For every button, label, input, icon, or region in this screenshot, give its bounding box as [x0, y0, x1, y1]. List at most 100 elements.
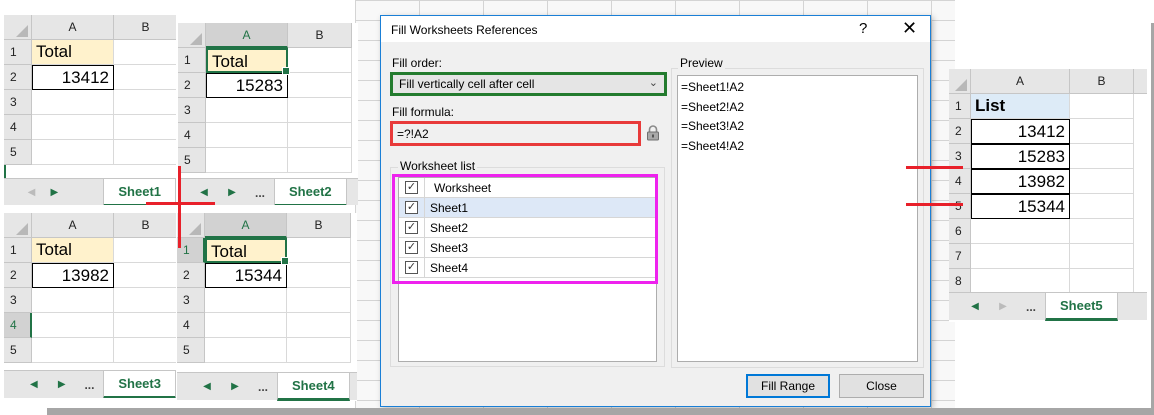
column-header-a[interactable]: A: [971, 69, 1070, 94]
select-all-checkbox[interactable]: ✓: [399, 177, 425, 198]
lock-icon[interactable]: [646, 125, 660, 141]
row-header-3[interactable]: 3: [4, 288, 32, 313]
select-all-corner[interactable]: [949, 69, 971, 94]
cell-a4[interactable]: 13982: [971, 169, 1070, 194]
cell-b4[interactable]: [1070, 169, 1134, 194]
preview-textbox[interactable]: =Sheet1!A2 =Sheet2!A2 =Sheet3!A2 =Sheet4…: [677, 75, 918, 362]
cell-b3[interactable]: [287, 288, 351, 313]
cell-b5[interactable]: [114, 338, 176, 363]
tab-scroll-left-icon[interactable]: ◀: [200, 187, 208, 198]
cell-a1-active[interactable]: Total: [205, 238, 289, 265]
tab-scroll-right-icon[interactable]: ▶: [228, 187, 236, 198]
tab-sheet3[interactable]: Sheet3: [103, 370, 176, 398]
select-all-corner[interactable]: [177, 213, 205, 238]
cell-b1[interactable]: [287, 238, 351, 263]
row-header-1[interactable]: 1: [178, 48, 206, 73]
row-header-1[interactable]: 1: [4, 238, 32, 263]
cell-b5[interactable]: [1070, 194, 1134, 219]
cell-b1[interactable]: [114, 238, 176, 263]
cell-b3[interactable]: [114, 90, 176, 115]
row-header-5[interactable]: 5: [177, 338, 205, 363]
tab-sheet5[interactable]: Sheet5: [1045, 292, 1118, 321]
tab-scroll-left-icon[interactable]: ◀: [203, 381, 211, 392]
column-header-b[interactable]: B: [288, 23, 352, 48]
more-tabs-ellipsis[interactable]: ...: [1025, 299, 1036, 314]
tab-scroll-left-icon[interactable]: ◀: [27, 187, 36, 198]
row-header-5[interactable]: 5: [178, 148, 206, 173]
cell-a1-active[interactable]: Total: [206, 48, 290, 75]
select-all-corner[interactable]: [4, 15, 32, 40]
row-header-5[interactable]: 5: [949, 194, 971, 219]
cell-b2[interactable]: [1070, 119, 1134, 144]
row-header-2[interactable]: 2: [178, 73, 206, 98]
sheet1-checkbox[interactable]: ✓: [399, 197, 425, 218]
row-header-1-selected[interactable]: 1: [177, 238, 205, 263]
cell-a5[interactable]: [32, 338, 114, 363]
list-item-sheet2[interactable]: ✓ Sheet2: [399, 217, 656, 238]
select-all-corner[interactable]: [178, 23, 206, 48]
column-header-b[interactable]: B: [114, 213, 176, 238]
cell-b7[interactable]: [1070, 244, 1134, 269]
cell-a2[interactable]: 13982: [32, 263, 114, 288]
cell-b4[interactable]: [114, 313, 176, 338]
fill-order-dropdown[interactable]: Fill vertically cell after cell ⌄: [390, 72, 667, 96]
cell-b4[interactable]: [287, 313, 351, 338]
cell-a3[interactable]: [32, 90, 114, 115]
fill-range-button[interactable]: Fill Range: [746, 374, 830, 398]
cell-b5[interactable]: [114, 140, 176, 165]
cell-a5[interactable]: [32, 140, 114, 165]
row-header-3[interactable]: 3: [177, 288, 205, 313]
sheet4-checkbox[interactable]: ✓: [399, 257, 425, 278]
column-header-b[interactable]: B: [1070, 69, 1134, 94]
cell-a2[interactable]: 13412: [971, 119, 1070, 144]
row-header-1[interactable]: 1: [4, 40, 32, 65]
cell-a5[interactable]: [206, 148, 288, 173]
tab-scroll-right-icon[interactable]: ▶: [50, 187, 59, 198]
cell-a2[interactable]: 15283: [206, 73, 288, 98]
cell-b5[interactable]: [288, 148, 352, 173]
tab-scroll-right-icon[interactable]: ▶: [231, 381, 239, 392]
tab-scroll-left-icon[interactable]: ◀: [30, 379, 38, 390]
row-header-5[interactable]: 5: [4, 140, 32, 165]
row-header-3[interactable]: 3: [178, 98, 206, 123]
row-header-6[interactable]: 6: [949, 219, 971, 244]
row-header-2[interactable]: 2: [4, 65, 32, 90]
cell-b8[interactable]: [1070, 269, 1134, 294]
more-tabs-ellipsis[interactable]: ...: [257, 379, 268, 394]
fill-formula-input[interactable]: =?!A2: [390, 121, 641, 146]
help-icon[interactable]: ?: [859, 20, 868, 37]
tab-sheet1[interactable]: Sheet1: [103, 178, 176, 205]
tab-scroll-right-icon[interactable]: ▶: [999, 301, 1007, 312]
cell-b4[interactable]: [114, 115, 176, 140]
cell-a4[interactable]: [205, 313, 287, 338]
row-header-4[interactable]: 4: [949, 169, 971, 194]
cell-b3[interactable]: [114, 288, 176, 313]
cell-b3[interactable]: [1070, 144, 1134, 169]
cell-b4[interactable]: [288, 123, 352, 148]
row-header-4[interactable]: 4: [178, 123, 206, 148]
row-header-3[interactable]: 3: [4, 90, 32, 115]
cell-a1-list-header[interactable]: List: [971, 94, 1070, 119]
cell-a4[interactable]: [32, 313, 114, 338]
column-header-a[interactable]: A: [206, 23, 288, 48]
sheet3-checkbox[interactable]: ✓: [399, 237, 425, 258]
column-header-b[interactable]: B: [287, 213, 351, 238]
cell-b1[interactable]: [288, 48, 352, 73]
tab-sheet2[interactable]: Sheet2: [274, 178, 347, 205]
row-header-1[interactable]: 1: [949, 94, 971, 119]
column-header-a[interactable]: A: [32, 15, 114, 40]
list-item-sheet4[interactable]: ✓ Sheet4: [399, 257, 656, 278]
cell-a3[interactable]: 15283: [971, 144, 1070, 169]
cell-a6[interactable]: [971, 219, 1070, 244]
cell-a4[interactable]: [206, 123, 288, 148]
select-all-corner[interactable]: [4, 213, 32, 238]
cell-a7[interactable]: [971, 244, 1070, 269]
cell-a3[interactable]: [205, 288, 287, 313]
cell-b6[interactable]: [1070, 219, 1134, 244]
close-icon[interactable]: ✕: [902, 18, 918, 38]
more-tabs-ellipsis[interactable]: ...: [254, 185, 265, 200]
row-header-8[interactable]: 8: [949, 269, 971, 294]
tab-scroll-left-icon[interactable]: ◀: [971, 301, 979, 312]
cell-a5[interactable]: [205, 338, 287, 363]
column-header-b[interactable]: B: [114, 15, 176, 40]
